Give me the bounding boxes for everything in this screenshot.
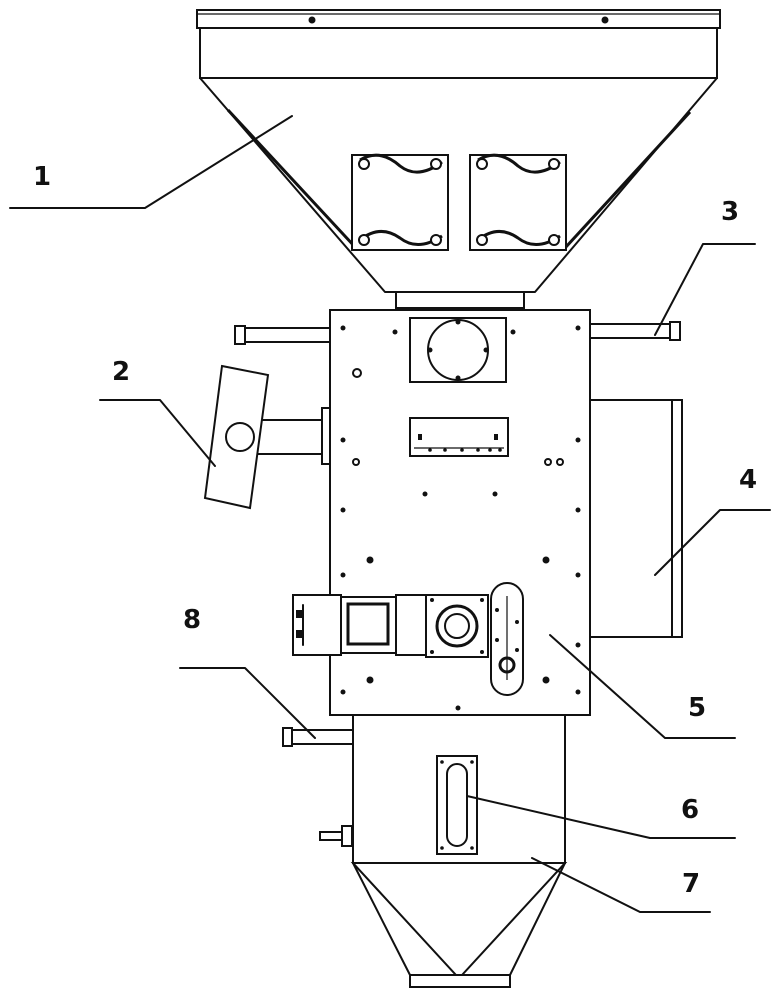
leader-lines <box>9 115 771 913</box>
hopper-window-right <box>469 153 567 251</box>
side-control-box <box>203 364 331 510</box>
label-5: 5 <box>688 693 706 723</box>
top-hopper <box>196 9 721 309</box>
label-4: 4 <box>739 465 757 495</box>
label-1: 1 <box>33 162 51 192</box>
label-6: 6 <box>681 795 699 825</box>
label-2: 2 <box>112 357 130 387</box>
side-pipe <box>234 321 681 345</box>
label-8: 8 <box>183 605 201 635</box>
lower-bin <box>282 714 568 988</box>
bin-sight-window <box>436 755 478 855</box>
hopper-window-left <box>351 153 449 251</box>
drive-motor <box>292 594 489 658</box>
label-3: 3 <box>721 197 739 227</box>
part-labels: 1 2 3 4 5 6 7 8 <box>33 162 757 899</box>
label-7: 7 <box>682 869 700 899</box>
side-cabinet <box>589 399 683 638</box>
slot-window-body <box>490 582 524 696</box>
